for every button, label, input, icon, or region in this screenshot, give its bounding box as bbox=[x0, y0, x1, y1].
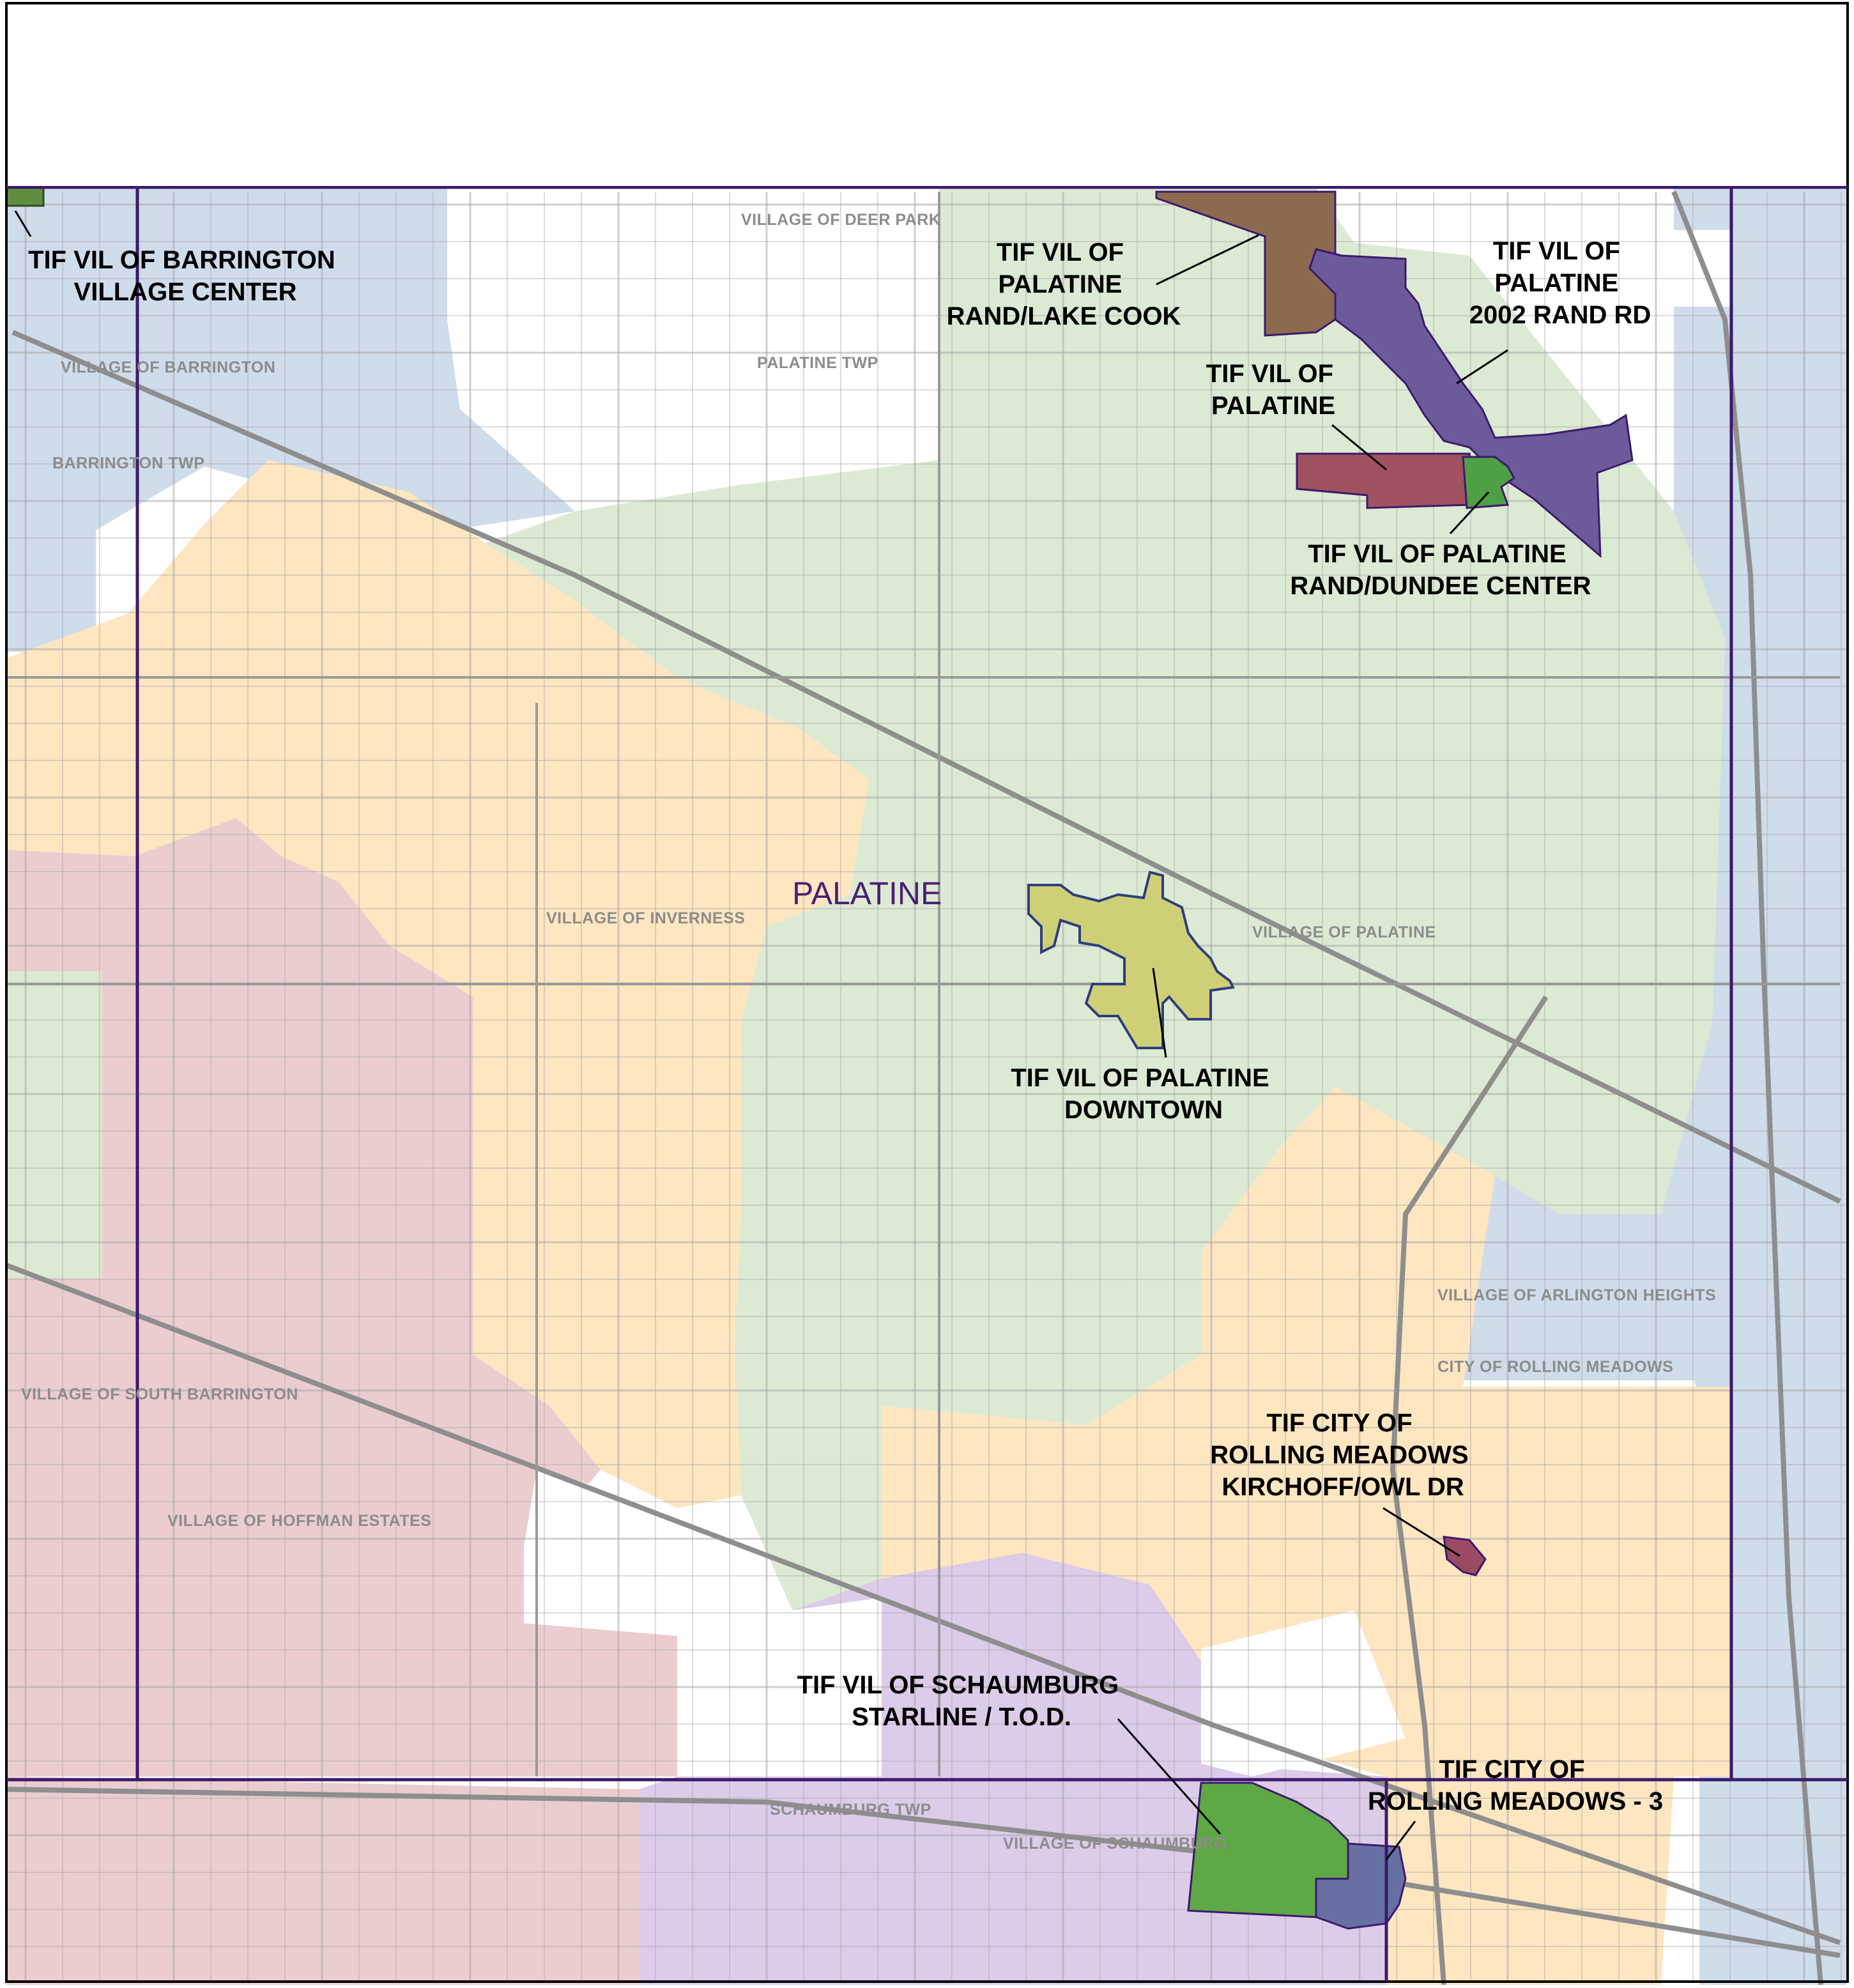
route-12 bbox=[1671, 190, 1823, 1985]
area-west-blue bbox=[6, 358, 96, 652]
tif-label-rolling-meadows-3: TIF CITY OF ROLLING MEADOWS - 3 bbox=[1368, 1755, 1663, 1815]
township-title: PALATINE bbox=[792, 875, 942, 911]
tif-label-rand-dundee-center: TIF VIL OF PALATINE RAND/DUNDEE CENTER bbox=[1290, 540, 1591, 600]
leader-palatine bbox=[1331, 424, 1387, 471]
i-90 bbox=[6, 1787, 1841, 1958]
label-palatine-twp: PALATINE TWP bbox=[757, 354, 878, 372]
tif-label-schaumburg-starline: TIF VIL OF SCHAUMBURG STARLINE / T.O.D. bbox=[797, 1671, 1126, 1731]
label-rolling-meadows: CITY OF ROLLING MEADOWS bbox=[1437, 1358, 1673, 1376]
area-unincorporated-south bbox=[524, 1470, 882, 1776]
label-barrington-twp: BARRINGTON TWP bbox=[52, 454, 204, 472]
tif-label-line: ROLLING MEADOWS bbox=[1210, 1441, 1468, 1469]
area-rolling-meadows bbox=[882, 1086, 1731, 1985]
leader-lines bbox=[14, 210, 1508, 1860]
area-arlington-heights bbox=[1463, 1176, 1731, 1380]
tif-rolling-meadows-3-shape[interactable] bbox=[1315, 1842, 1407, 1930]
tif-label-line: TIF VIL OF bbox=[1206, 360, 1333, 388]
tif-label-rand-lake-cook: TIF VIL OF PALATINE RAND/LAKE COOK bbox=[947, 238, 1181, 330]
label-deer-park: VILLAGE OF DEER PARK bbox=[741, 211, 940, 229]
municipality-areas bbox=[6, 189, 1846, 1985]
top-white-margin bbox=[8, 4, 1846, 186]
tif-kirchoff-owl-shape[interactable] bbox=[1443, 1536, 1487, 1576]
tif-labels: TIF VIL OF BARRINGTON VILLAGE CENTER TIF… bbox=[28, 237, 1663, 1815]
area-unincorporated-rm bbox=[1201, 1610, 1406, 1776]
tif-label-kirchoff-owl: TIF CITY OF ROLLING MEADOWS KIRCHOFF/OWL… bbox=[1210, 1409, 1476, 1501]
tif-label-line: STARLINE / T.O.D. bbox=[852, 1703, 1071, 1731]
tif-label-downtown: TIF VIL OF PALATINE DOWNTOWN bbox=[1011, 1064, 1276, 1124]
tif-label-line: TIF CITY OF bbox=[1266, 1409, 1412, 1437]
tif-palatine-shape[interactable] bbox=[1296, 452, 1471, 509]
tif-label-line: RAND/LAKE COOK bbox=[947, 302, 1181, 330]
leader-kirchoff bbox=[1383, 1507, 1460, 1557]
tif-label-line: DOWNTOWN bbox=[1064, 1096, 1223, 1124]
tif-label-line: ROLLING MEADOWS - 3 bbox=[1368, 1787, 1663, 1815]
area-unincorporated-north bbox=[447, 189, 939, 511]
label-village-of-schaumburg: VILLAGE OF SCHAUMBURG bbox=[1003, 1835, 1227, 1853]
tif-label-2002-rand-rd: TIF VIL OF PALATINE 2002 RAND RD bbox=[1469, 237, 1651, 329]
route-53 bbox=[1390, 995, 1549, 1985]
tif-label-line: TIF CITY OF bbox=[1439, 1755, 1584, 1784]
leader-rm3 bbox=[1385, 1821, 1416, 1860]
label-arlington-heights: VILLAGE OF ARLINGTON HEIGHTS bbox=[1437, 1286, 1716, 1304]
tif-label-line: TIF VIL OF bbox=[997, 238, 1124, 266]
tif-label-line: RAND/DUNDEE CENTER bbox=[1290, 572, 1591, 600]
leader-barrington bbox=[14, 210, 32, 237]
tif-label-line: KIRCHOFF/OWL DR bbox=[1222, 1473, 1464, 1501]
tif-2002-rand-rd-shape[interactable] bbox=[1308, 248, 1634, 559]
tif-label-palatine: TIF VIL OF PALATINE bbox=[1206, 360, 1340, 420]
tif-label-line: PALATINE bbox=[1494, 269, 1618, 297]
tif-label-line: 2002 RAND RD bbox=[1469, 301, 1651, 329]
label-barrington: VILLAGE OF BARRINGTON bbox=[61, 358, 275, 376]
tif-palatine-downtown-shape[interactable] bbox=[1027, 870, 1236, 1049]
railroad-diagonal bbox=[11, 330, 1841, 1204]
tif-label-line: TIF VIL OF SCHAUMBURG bbox=[797, 1671, 1119, 1699]
tif-label-line: TIF VIL OF BARRINGTON bbox=[28, 246, 335, 274]
northwest-highway bbox=[5, 1263, 1841, 1945]
label-schaumburg-twp: SCHAUMBURG TWP bbox=[770, 1801, 931, 1819]
label-village-of-palatine: VILLAGE OF PALATINE bbox=[1252, 923, 1436, 941]
leader-rand-dundee bbox=[1449, 491, 1490, 535]
tif-label-line: VILLAGE CENTER bbox=[74, 278, 297, 306]
label-inverness: VILLAGE OF INVERNESS bbox=[546, 909, 745, 927]
leader-downtown bbox=[1152, 967, 1167, 1058]
tif-label-barrington: TIF VIL OF BARRINGTON VILLAGE CENTER bbox=[28, 246, 342, 306]
area-inverness bbox=[6, 460, 869, 1508]
tif-rand-lake-cook-shape[interactable] bbox=[1155, 190, 1337, 337]
tif-label-line: PALATINE bbox=[1211, 392, 1335, 420]
outer-border bbox=[5, 2, 1849, 1983]
leader-rand-lake-cook bbox=[1156, 234, 1259, 286]
municipality-labels: VILLAGE OF DEER PARK PALATINE TWP VILLAG… bbox=[21, 211, 1716, 1853]
major-roads bbox=[5, 190, 1841, 1985]
label-south-barrington: VILLAGE OF SOUTH BARRINGTON bbox=[21, 1385, 298, 1403]
tif-label-line: TIF VIL OF PALATINE bbox=[1011, 1064, 1269, 1092]
tif-label-line: TIF VIL OF PALATINE bbox=[1308, 540, 1566, 568]
tif-label-line: PALATINE bbox=[998, 270, 1122, 298]
tif-barrington-village-center-shape[interactable] bbox=[5, 185, 45, 207]
tif-label-line: TIF VIL OF bbox=[1493, 237, 1620, 265]
leader-2002-rand bbox=[1456, 349, 1508, 385]
leader-starline bbox=[1117, 1718, 1222, 1835]
tif-rand-dundee-center-shape[interactable] bbox=[1462, 456, 1515, 509]
area-palatine-sw bbox=[6, 971, 102, 1278]
map-frame bbox=[5, 2, 1849, 1983]
label-hoffman-estates: VILLAGE OF HOFFMAN ESTATES bbox=[167, 1512, 431, 1530]
